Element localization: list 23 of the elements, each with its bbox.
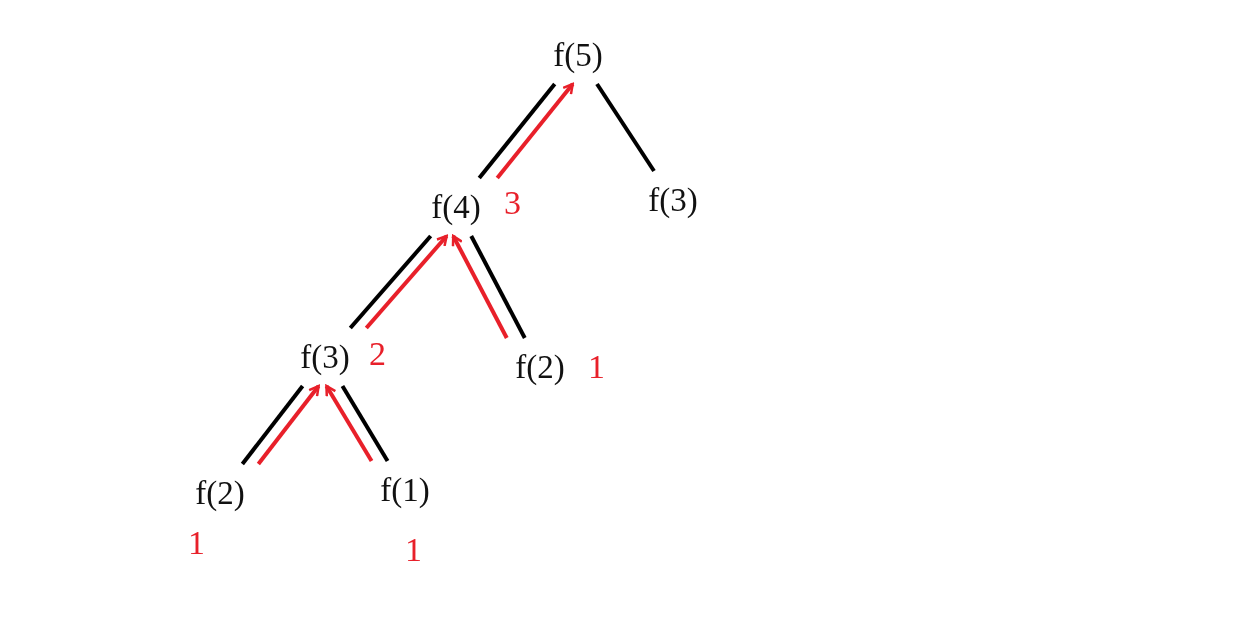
function-call-label: f(1) — [380, 473, 430, 507]
tree-line — [477, 82, 557, 180]
tree-line — [348, 234, 433, 330]
arrow — [256, 384, 321, 466]
return-value-label: 3 — [504, 186, 521, 220]
arrow — [364, 234, 449, 330]
function-call-label: f(3) — [648, 183, 698, 217]
arrow — [495, 82, 575, 180]
function-call-label: f(2) — [515, 350, 565, 384]
return-value-label: 1 — [588, 350, 605, 384]
arrow — [324, 384, 374, 463]
tree-line — [595, 82, 656, 173]
function-call-label: f(2) — [195, 476, 245, 510]
function-call-label: f(4) — [431, 190, 481, 224]
function-call-label: f(3) — [300, 340, 350, 374]
tree-line — [469, 235, 527, 339]
tree-line — [240, 384, 305, 466]
tree-line — [340, 384, 390, 463]
return-value-label: 1 — [188, 526, 205, 560]
arrow — [451, 234, 509, 339]
return-value-label: 1 — [405, 533, 422, 567]
function-call-label: f(5) — [553, 38, 603, 72]
return-value-label: 2 — [369, 337, 386, 371]
